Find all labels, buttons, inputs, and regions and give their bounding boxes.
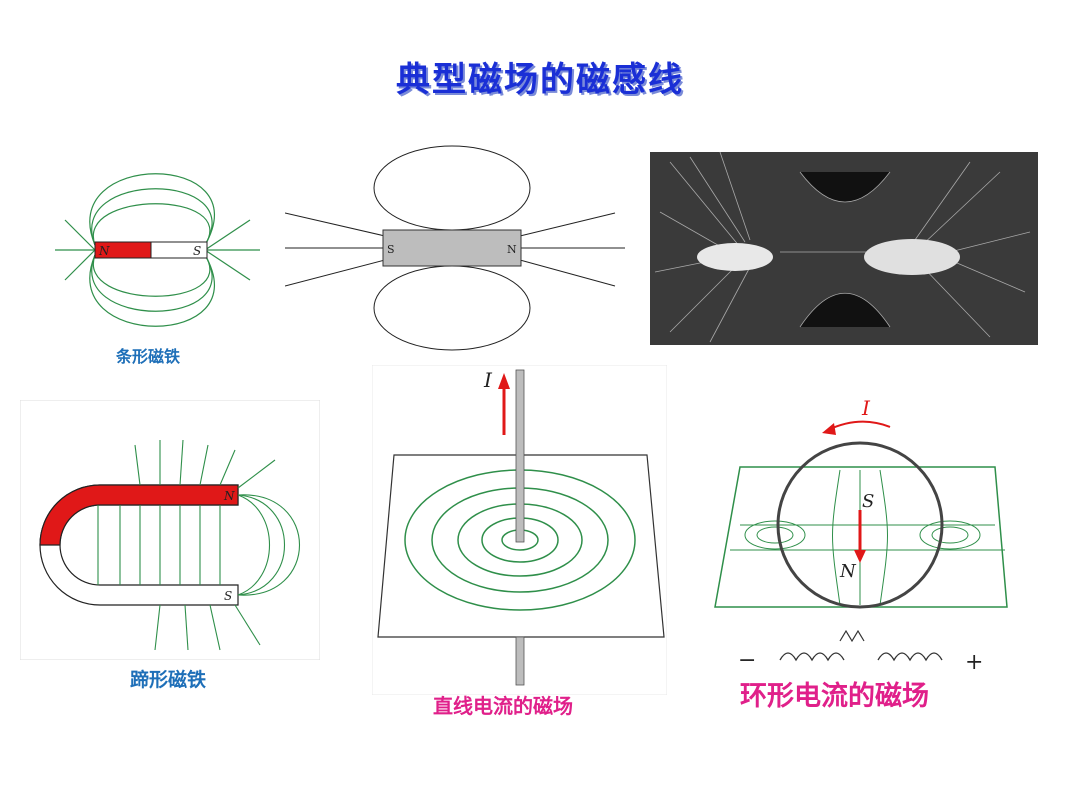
horseshoe-caption: 蹄形磁铁 (130, 669, 207, 691)
ring-current-caption: 环形电流的磁场 (740, 681, 929, 712)
horseshoe-pole-s: S (224, 589, 232, 603)
bar-pole-s: S (193, 244, 201, 258)
horseshoe-pole-n: N (223, 489, 235, 503)
bar-magnet-diagram: N S (55, 173, 260, 327)
ring-current-label: I (861, 396, 871, 420)
straight-current-label: I (483, 368, 493, 392)
ring-pole-n: N (839, 561, 857, 582)
straight-current-caption: 直线电流的磁场 (433, 694, 573, 718)
ring-plus: + (965, 650, 983, 675)
lines-pole-s: S (387, 243, 395, 256)
ring-minus: − (738, 648, 756, 673)
straight-current-diagram: I (372, 365, 667, 695)
ring-pole-s: S (862, 491, 874, 512)
bar-magnet-caption: 条形磁铁 (116, 347, 181, 366)
iron-filings-photo (650, 152, 1038, 345)
page-title: 典型磁场的磁感线 (396, 60, 684, 100)
ring-current-diagram: I S N − + (714, 396, 1008, 675)
lines-pole-n: N (507, 243, 517, 256)
horseshoe-magnet-diagram: N S (20, 400, 320, 660)
magnet-field-lines-diagram: S N (285, 145, 625, 351)
bar-pole-n: N (98, 244, 110, 258)
